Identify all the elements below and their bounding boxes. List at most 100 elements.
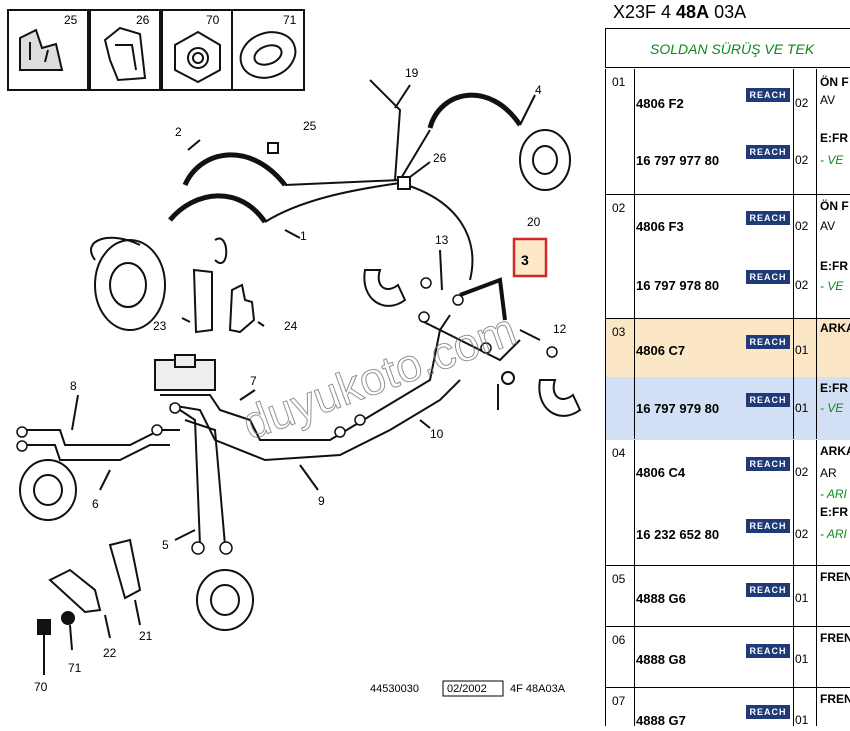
reach-badge[interactable]: REACH [746, 211, 790, 225]
description-title: ÖN F [820, 75, 849, 89]
callout-20: 20 [527, 215, 541, 229]
reach-badge[interactable]: REACH [746, 644, 790, 658]
callout-25-box: 25 [64, 13, 78, 27]
description-note-2: - ARI [820, 527, 847, 541]
column-divider [816, 195, 817, 318]
reach-badge[interactable]: REACH [746, 519, 790, 533]
reach-badge[interactable]: REACH [746, 88, 790, 102]
callout-9: 9 [318, 494, 325, 508]
header-suffix: 03A [709, 2, 747, 22]
reach-badge[interactable]: REACH [746, 583, 790, 597]
column-divider [816, 69, 817, 194]
reach-badge[interactable]: REACH [746, 393, 790, 407]
callout-71-box: 71 [283, 13, 297, 27]
callout-71: 71 [68, 661, 82, 675]
reach-badge[interactable]: REACH [746, 335, 790, 349]
callout-4: 4 [535, 83, 542, 97]
column-divider [634, 566, 635, 626]
quantity: 02 [795, 465, 809, 479]
callout-7: 7 [250, 374, 257, 388]
column-divider [816, 688, 817, 726]
callout-19: 19 [405, 66, 419, 80]
description-title-2: E:FR [820, 381, 848, 395]
quantity: 01 [795, 652, 809, 666]
row-index: 01 [612, 75, 626, 89]
quantity: 01 [795, 401, 809, 415]
callout-21: 21 [139, 629, 153, 643]
column-divider [793, 195, 794, 318]
column-divider [634, 688, 635, 726]
description-title: ÖN F [820, 199, 849, 213]
row-index: 02 [612, 201, 626, 215]
part-number[interactable]: 16 797 977 80 [636, 153, 720, 168]
callout-24: 24 [284, 319, 298, 333]
parts-subrow-highlight [606, 377, 850, 440]
part-number[interactable]: 4806 F2 [636, 96, 684, 111]
callout-12: 12 [553, 322, 567, 336]
callout-3[interactable]: 3 [521, 252, 529, 268]
part-number[interactable]: 16 797 979 80 [636, 401, 720, 416]
callout-22: 22 [103, 646, 117, 660]
part-number[interactable]: 4806 C4 [636, 465, 686, 480]
reach-badge[interactable]: REACH [746, 270, 790, 284]
reach-badge[interactable]: REACH [746, 705, 790, 719]
footer-code: 44530030 [370, 683, 419, 695]
callout-25: 25 [303, 119, 317, 133]
part-number[interactable]: 4888 G8 [636, 652, 686, 667]
sub-header-text: SOLDAN SÜRÜŞ VE TEK [650, 41, 815, 57]
column-divider [634, 319, 635, 439]
column-divider [634, 627, 635, 687]
callout-13: 13 [435, 233, 449, 247]
callout-8: 8 [70, 379, 77, 393]
quantity: 02 [795, 96, 809, 110]
column-divider [793, 566, 794, 626]
part-number[interactable]: 4888 G6 [636, 591, 686, 606]
callout-6: 6 [92, 497, 99, 511]
highlight-box-3[interactable] [512, 237, 548, 278]
description-note-2: - VE [820, 153, 844, 167]
description-title: FREN [820, 631, 850, 645]
catalog-header: X23F 4 48A 03A [613, 2, 746, 23]
column-divider [816, 319, 817, 439]
column-divider [793, 319, 794, 439]
part-number[interactable]: 16 232 652 80 [636, 527, 720, 542]
description-title: FREN [820, 692, 850, 706]
description-title-2: E:FR [820, 259, 848, 273]
description-title-2: E:FR [820, 131, 848, 145]
part-number[interactable]: 4806 C7 [636, 343, 686, 358]
column-divider [793, 627, 794, 687]
callout-70-box: 70 [206, 13, 220, 27]
column-divider [793, 69, 794, 194]
watermark: duyukoto.com [236, 303, 523, 450]
quantity: 02 [795, 278, 809, 292]
callout-10: 10 [430, 427, 444, 441]
description-code: AV [820, 93, 836, 107]
part-number[interactable]: 16 797 978 80 [636, 278, 720, 293]
callout-23: 23 [153, 319, 167, 333]
description-code: AR [820, 466, 837, 480]
part-number[interactable]: 4806 F3 [636, 219, 684, 234]
callout-5: 5 [162, 538, 169, 552]
callout-26: 26 [433, 151, 447, 165]
reach-badge[interactable]: REACH [746, 145, 790, 159]
reach-badge[interactable]: REACH [746, 457, 790, 471]
quantity: 02 [795, 527, 809, 541]
callout-26-box: 26 [136, 13, 150, 27]
part-number[interactable]: 4888 G7 [636, 713, 686, 726]
description-title-2: E:FR [820, 505, 848, 519]
column-divider [816, 566, 817, 626]
quantity: 01 [795, 713, 809, 726]
column-divider [634, 195, 635, 318]
callout-1: 1 [300, 229, 307, 243]
column-divider [634, 440, 635, 565]
description-note: - ARI [820, 487, 847, 501]
